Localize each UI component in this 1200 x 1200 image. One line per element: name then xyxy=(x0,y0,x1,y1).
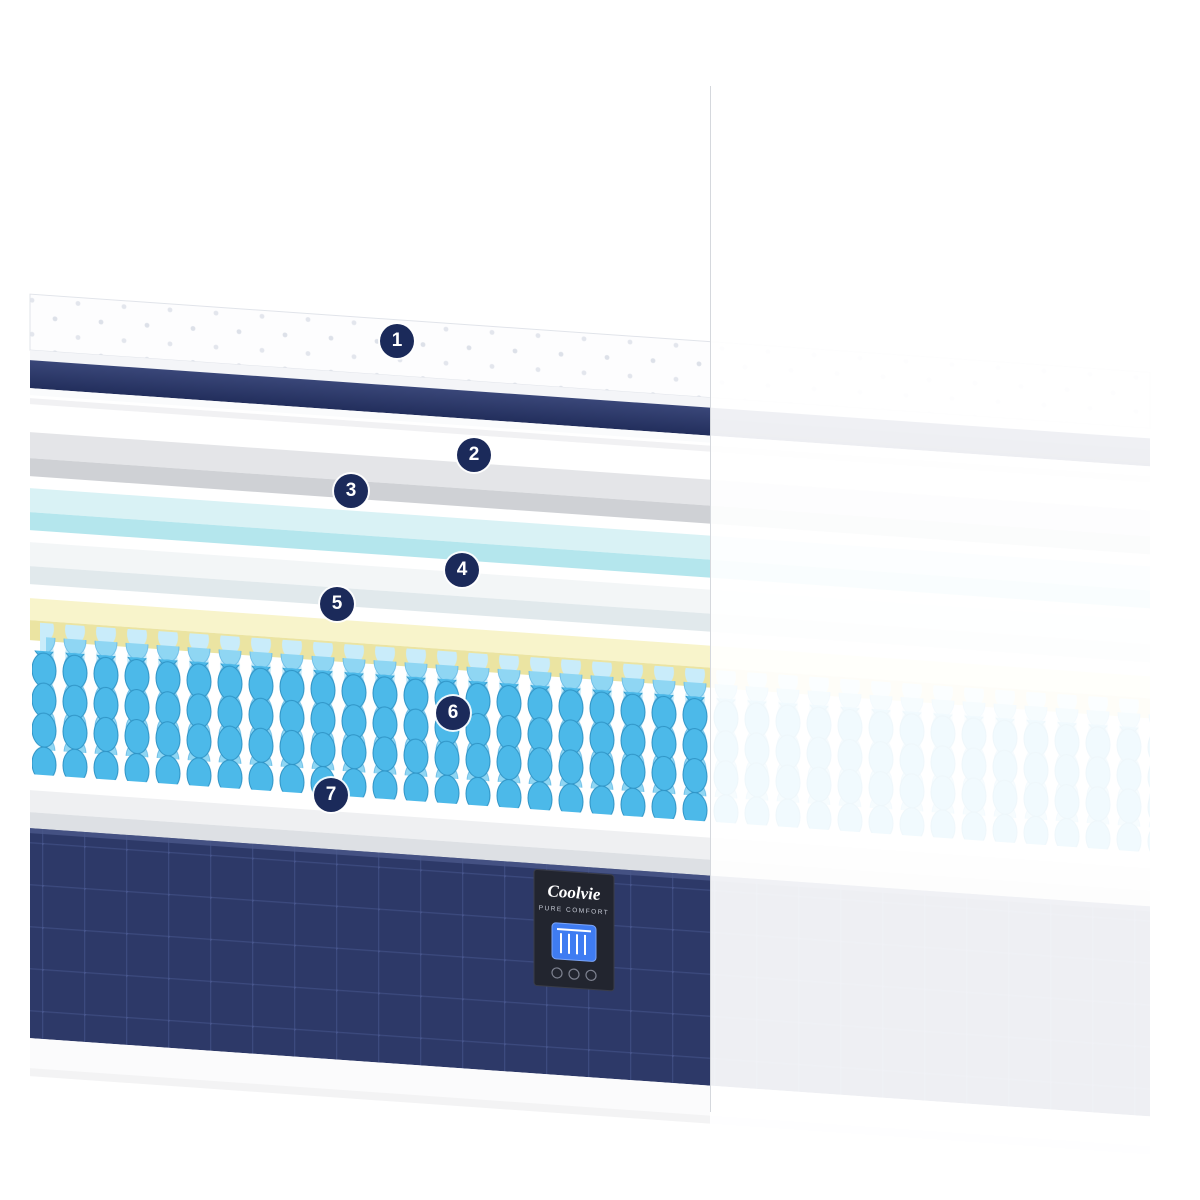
diagram-badge-7: 7 xyxy=(314,778,348,812)
panel-divider xyxy=(710,86,711,1112)
certification-icons xyxy=(551,967,597,981)
diagram-badge-3: 3 xyxy=(334,474,368,508)
coil-support-icon xyxy=(551,922,597,962)
brand-tagline: PURE COMFORT xyxy=(539,905,610,917)
brand-name: Coolvie xyxy=(548,881,601,904)
diagram-badge-5: 5 xyxy=(320,587,354,621)
diagram-badge-1: 1 xyxy=(380,324,414,358)
diagram-badge-4: 4 xyxy=(445,553,479,587)
diagram-badge-2: 2 xyxy=(457,438,491,472)
brand-label: Coolvie PURE COMFORT xyxy=(533,869,615,992)
info-panel: 1 SOFT-TO-THE-TOUCH COVER Keep cozy and … xyxy=(710,0,1200,1200)
diagram-badge-6: 6 xyxy=(436,696,470,730)
